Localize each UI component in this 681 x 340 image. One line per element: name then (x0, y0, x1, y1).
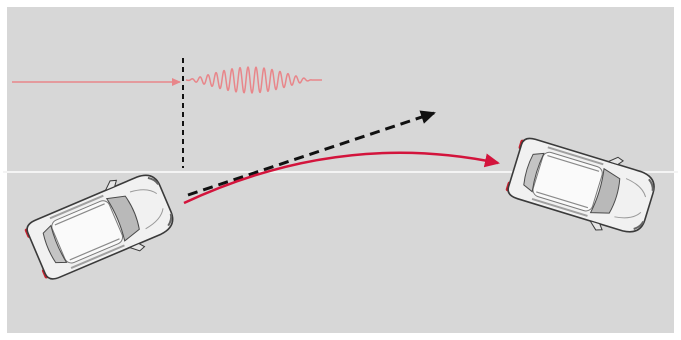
lane-keeping-diagram (0, 0, 681, 340)
diagram-canvas (0, 0, 681, 340)
